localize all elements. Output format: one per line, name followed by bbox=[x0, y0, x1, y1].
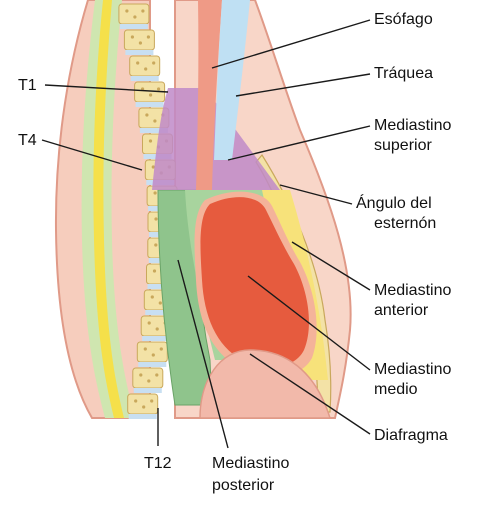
vertebra bbox=[127, 393, 159, 415]
bone-texture bbox=[154, 217, 158, 221]
bone-texture bbox=[155, 373, 159, 377]
intervertebral-disc bbox=[133, 388, 162, 393]
bone-texture bbox=[138, 41, 142, 45]
spinal-cord bbox=[93, 0, 124, 418]
label-mediastino-anterior-1: Mediastino bbox=[374, 282, 451, 299]
bone-texture bbox=[141, 87, 145, 91]
label-diafragma: Diafragma bbox=[374, 427, 448, 444]
label-mediastino-posterior-2: posterior bbox=[212, 477, 275, 494]
bone-texture bbox=[148, 139, 153, 143]
intervertebral-disc bbox=[138, 362, 167, 367]
bone-texture bbox=[143, 347, 147, 351]
bone-texture bbox=[152, 269, 157, 273]
bone-texture bbox=[133, 15, 137, 19]
bone-texture bbox=[130, 35, 134, 39]
bone-texture bbox=[146, 35, 150, 39]
bone-texture bbox=[151, 353, 155, 357]
vertebra bbox=[118, 3, 150, 25]
bone-texture bbox=[150, 295, 154, 299]
vertebra bbox=[129, 55, 161, 77]
label-mediastino-superior-1: Mediastino bbox=[374, 117, 451, 134]
vertebra bbox=[132, 367, 164, 389]
intervertebral-disc bbox=[125, 50, 154, 55]
label-angulo-2: esternón bbox=[374, 215, 436, 232]
intervertebral-disc bbox=[119, 24, 148, 29]
bone-texture bbox=[153, 119, 157, 123]
diaphragm bbox=[199, 349, 332, 419]
bone-texture bbox=[136, 61, 140, 65]
label-t1: T1 bbox=[18, 77, 37, 94]
intervertebral-disc bbox=[130, 76, 159, 81]
bone-texture bbox=[154, 243, 158, 247]
bone-texture bbox=[153, 191, 157, 195]
label-t4: T4 bbox=[18, 132, 37, 149]
bone-texture bbox=[147, 379, 151, 383]
intervertebral-disc bbox=[139, 128, 168, 133]
bone-texture bbox=[144, 67, 148, 71]
trachea bbox=[214, 0, 250, 160]
bone-texture bbox=[158, 301, 162, 305]
bone-texture bbox=[147, 321, 151, 325]
intervertebral-disc bbox=[142, 336, 171, 341]
bone-texture bbox=[139, 373, 143, 377]
spinal-canal bbox=[81, 0, 135, 418]
bone-texture bbox=[134, 399, 138, 403]
bone-texture bbox=[150, 399, 154, 403]
label-mediastino-posterior-1: Mediastino bbox=[212, 455, 289, 472]
label-mediastino-medio-1: Mediastino bbox=[374, 361, 451, 378]
vertebra bbox=[123, 29, 155, 51]
intervertebral-disc bbox=[145, 310, 174, 315]
label-t12: T12 bbox=[144, 455, 172, 472]
bone-texture bbox=[141, 9, 145, 13]
bone-texture bbox=[125, 9, 129, 13]
label-angulo-1: Ángulo del bbox=[356, 193, 432, 212]
label-esofago: Esófago bbox=[374, 11, 433, 28]
intervertebral-disc bbox=[135, 102, 164, 107]
intervertebral-disc bbox=[128, 414, 157, 419]
esophagus bbox=[196, 0, 222, 190]
label-traquea: Tráquea bbox=[374, 65, 433, 82]
bone-texture bbox=[152, 61, 156, 65]
label-mediastino-anterior-2: anterior bbox=[374, 302, 429, 319]
bone-texture bbox=[149, 93, 153, 97]
leader-lines bbox=[41, 19, 371, 449]
bone-texture bbox=[151, 165, 155, 169]
bone-texture bbox=[155, 327, 159, 331]
bone-texture bbox=[145, 113, 149, 117]
vertebra bbox=[136, 341, 168, 363]
bone-texture bbox=[157, 87, 161, 91]
label-mediastino-superior-2: superior bbox=[374, 137, 432, 154]
bone-texture bbox=[142, 405, 146, 409]
bone-texture bbox=[159, 347, 163, 351]
label-mediastino-medio-2: medio bbox=[374, 381, 418, 398]
